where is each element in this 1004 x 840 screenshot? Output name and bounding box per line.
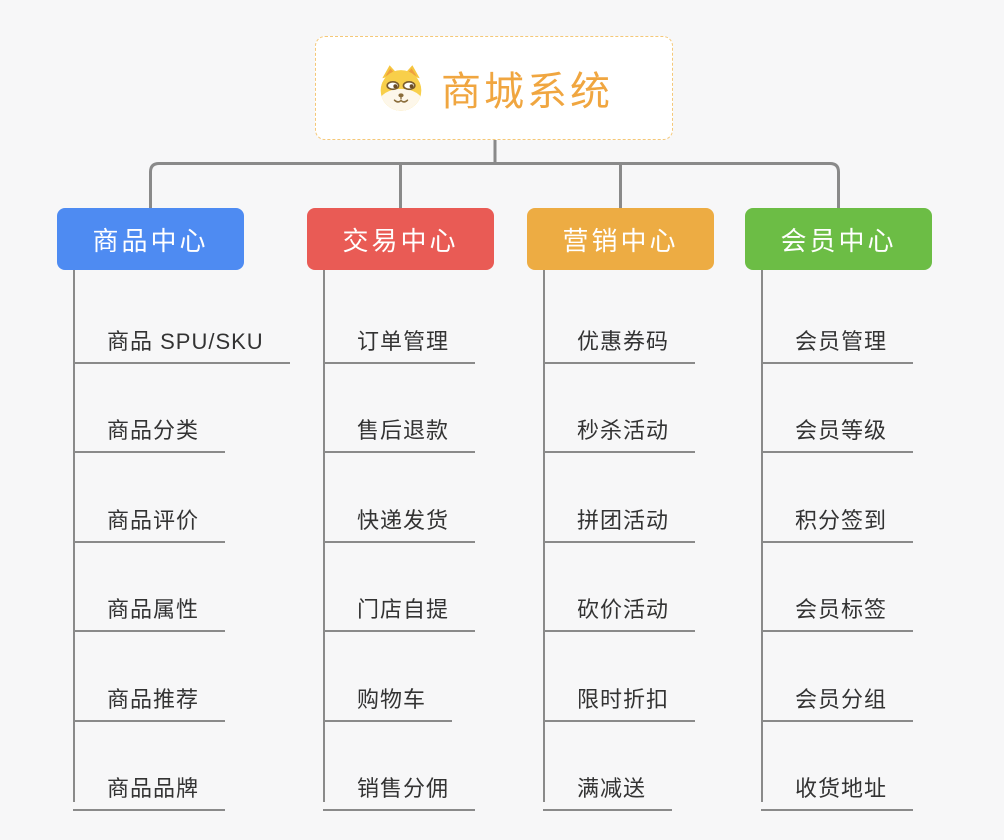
branch-item[interactable]: 门店自提 <box>323 576 476 632</box>
branch-item[interactable]: 商品品牌 <box>73 755 226 811</box>
branch-item[interactable]: 积分签到 <box>761 487 914 543</box>
branch-item[interactable]: 商品推荐 <box>73 666 226 722</box>
branch-item[interactable]: 秒杀活动 <box>543 397 696 453</box>
branch-item[interactable]: 会员管理 <box>761 308 914 364</box>
branch-item[interactable]: 商品评价 <box>73 487 226 543</box>
branch-item[interactable]: 优惠券码 <box>543 308 696 364</box>
branch-node[interactable]: 商品中心 <box>57 208 244 270</box>
branch-item[interactable]: 销售分佣 <box>323 755 476 811</box>
branch-node-label: 营销中心 <box>562 225 679 256</box>
root-title: 商城系统 <box>441 70 613 114</box>
branch-item[interactable]: 收货地址 <box>761 755 914 811</box>
branch-item[interactable]: 限时折扣 <box>543 666 696 722</box>
branch-item[interactable]: 售后退款 <box>323 397 476 453</box>
branch-item[interactable]: 会员分组 <box>761 666 914 722</box>
branch-item[interactable]: 商品 SPU/SKU <box>73 308 290 364</box>
branch-item[interactable]: 拼团活动 <box>543 487 696 543</box>
branch-connector-line <box>543 270 545 802</box>
branch-connector-line <box>323 270 325 802</box>
branch-item[interactable]: 会员标签 <box>761 576 914 632</box>
branch-item[interactable]: 快递发货 <box>323 487 476 543</box>
branch-node[interactable]: 营销中心 <box>527 208 714 270</box>
branch-node[interactable]: 会员中心 <box>745 208 932 270</box>
branch-item[interactable]: 购物车 <box>323 666 453 722</box>
root-node[interactable]: 商城系统 <box>315 36 673 140</box>
branch-connector-line <box>761 270 763 802</box>
branch-item[interactable]: 订单管理 <box>323 308 476 364</box>
branch-item[interactable]: 砍价活动 <box>543 576 696 632</box>
branch-node-label: 交易中心 <box>342 225 459 256</box>
branch-item[interactable]: 商品属性 <box>73 576 226 632</box>
branch-connector-line <box>73 270 75 802</box>
branch-item[interactable]: 满减送 <box>543 755 673 811</box>
branch-node-label: 商品中心 <box>92 225 209 256</box>
branch-node-label: 会员中心 <box>780 225 897 256</box>
branch-node[interactable]: 交易中心 <box>307 208 494 270</box>
branch-item[interactable]: 商品分类 <box>73 397 226 453</box>
dog-face-icon <box>380 65 422 111</box>
branch-item[interactable]: 会员等级 <box>761 397 914 453</box>
